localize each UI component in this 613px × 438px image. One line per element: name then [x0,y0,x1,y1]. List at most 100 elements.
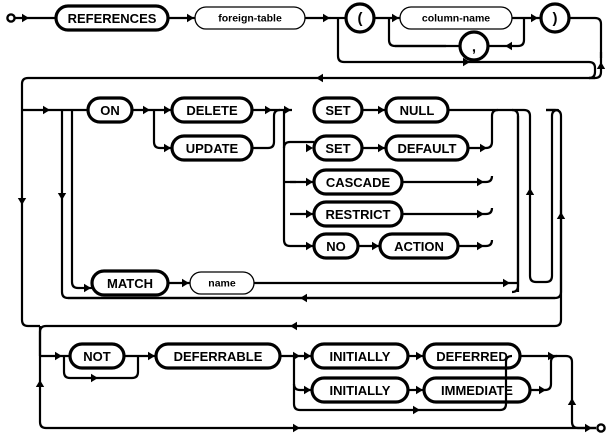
arrow-wrap-down-1 [596,62,606,69]
arrow-merge-no-action [477,241,484,251]
arrow-merge-set-default [480,143,487,153]
arrow-match-to-name [182,278,189,288]
node-deferrable-label: DEFERRABLE [174,349,263,364]
node-default[interactable]: DEFAULT [384,134,470,162]
node-set-default-set[interactable]: SET [312,134,364,162]
node-restrict[interactable]: RESTRICT [312,200,404,228]
node-null[interactable]: NULL [384,96,450,124]
node-restrict-label: RESTRICT [326,207,391,222]
node-references[interactable]: REFERENCES [54,4,170,32]
node-delete[interactable]: DELETE [170,96,254,124]
node-comma[interactable]: , [458,30,490,62]
arrow-to-match [84,283,91,293]
node-initially-immediate-initially-label: INITIALLY [330,383,391,398]
arrow-no-to-action [372,241,379,251]
arrow-merge-cascade [477,177,484,187]
node-lparen[interactable]: ( [344,2,376,34]
arrow-wrap-left-1 [316,73,323,83]
node-update[interactable]: UPDATE [170,134,254,162]
arrow-repeat-back [300,293,307,303]
node-references-label: REFERENCES [68,11,157,26]
arrow-merge-deferred [548,351,555,361]
node-comma-label: , [472,39,476,56]
arrow-bypass-actions-down [17,198,27,205]
node-on[interactable]: ON [86,96,134,124]
arrow-to-delete [164,105,171,115]
arrow-match-merge [503,278,510,288]
arrow-to-set-default [306,143,313,153]
arrow-to-column-name [392,13,399,23]
node-name-label: name [208,278,236,290]
arrow-action-down-1 [525,188,535,195]
arrow-merge-delete-update [265,105,272,115]
node-name[interactable]: name [189,271,255,295]
node-update-label: UPDATE [186,141,239,156]
node-cascade-label: CASCADE [326,175,391,190]
arrow-set-to-default [378,143,385,153]
node-delete-label: DELETE [186,103,238,118]
node-immediate[interactable]: IMMEDIATE [422,376,532,404]
arrow-to-deferrable [148,351,155,361]
node-immediate-label: IMMEDIATE [441,383,513,398]
node-foreign-table-label: foreign-table [218,13,282,25]
arrow-into-actions [43,105,50,115]
arrow-to-action-choice [284,105,291,115]
arrow-to-cascade [306,177,313,187]
node-not[interactable]: NOT [68,342,126,370]
arrow-to-initially-immediate [304,385,311,395]
node-initially-deferred-initially-label: INITIALLY [330,349,391,364]
arrow-to-no [306,241,313,251]
node-no-label: NO [326,239,346,254]
arrow-merge-immediate [539,385,546,395]
node-column-name-label: column-name [422,13,490,25]
node-match-label: MATCH [107,276,153,291]
arrow-start [22,13,29,23]
arrow-to-rparen [531,13,538,23]
end-dot [596,423,606,433]
start-dot [6,13,16,23]
node-initially-immediate-initially[interactable]: INITIALLY [310,376,410,404]
arrow-bypass-deferrable-right [293,423,300,433]
arrow-bypass-columns [463,57,470,67]
arrow-skip-initially [413,405,420,415]
arrow-bypass-deferrable-down [35,380,45,387]
arrow-to-update [164,143,171,153]
arrow-initially-to-deferred [416,351,423,361]
node-rparen[interactable]: ) [539,2,571,34]
node-foreign-table[interactable]: foreign-table [194,6,306,30]
node-rparen-label: ) [553,10,558,27]
arrow-after-foreign-table [323,13,330,23]
node-deferred-label: DEFERRED [436,349,508,364]
arrow-comma-loop [505,41,512,51]
node-column-name[interactable]: column-name [399,6,513,30]
node-default-label: DEFAULT [398,141,457,156]
node-not-label: NOT [83,349,111,364]
node-deferrable[interactable]: DEFERRABLE [154,342,282,370]
node-match[interactable]: MATCH [90,269,170,297]
arrow-after-on [143,105,150,115]
node-initially-deferred-initially[interactable]: INITIALLY [310,342,410,370]
arrow-wrap-down-2 [556,212,566,219]
arrow-merge-restrict [477,209,484,219]
arrow-into-deferrable [55,351,62,361]
arrow-repeat-up [57,193,67,200]
node-action-label: ACTION [394,239,444,254]
arrow-initially-to-immediate [416,385,423,395]
node-set-null-set[interactable]: SET [312,96,364,124]
arrow-to-initially-deferred [304,351,311,361]
arrow-to-foreign-table [187,13,194,23]
arrow-skip-not [91,373,98,383]
node-null-label: NULL [400,103,435,118]
arrow-wrap-left-2 [290,321,297,331]
node-set-default-set-label: SET [325,141,350,156]
node-on-label: ON [100,103,120,118]
arrow-to-restrict [306,209,313,219]
node-no[interactable]: NO [312,232,360,260]
node-lparen-label: ( [358,10,363,27]
arrow-final-down [567,398,577,405]
node-cascade[interactable]: CASCADE [312,168,404,196]
node-set-null-set-label: SET [325,103,350,118]
node-action[interactable]: ACTION [378,232,460,260]
arrow-set-to-null [378,105,385,115]
